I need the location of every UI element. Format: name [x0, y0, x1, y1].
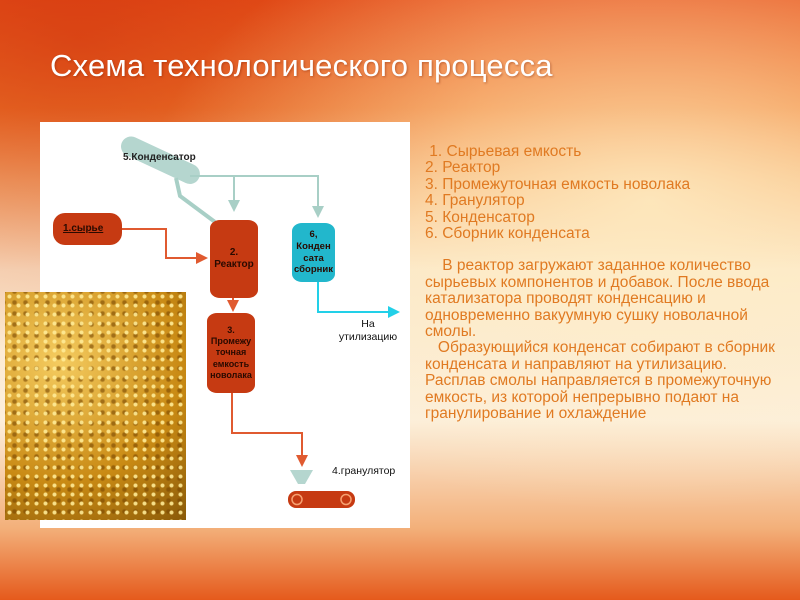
- granulator-feed-line: [231, 392, 308, 467]
- legend-item: 3. Промежуточная емкость новолака: [425, 175, 691, 193]
- granulator-label: 4.гранулятор: [332, 465, 396, 477]
- collector-label-1: 6,: [309, 228, 318, 240]
- legend-item: 4. Гранулятор: [425, 192, 525, 210]
- vapor-pipe: [174, 177, 217, 224]
- condensate-collector: 6, Конден сата сборник: [292, 223, 335, 282]
- slide-title: Схема технологического процесса: [50, 48, 553, 83]
- raw-material-vessel: 1.сырье: [53, 213, 122, 245]
- reactor-label-2: Реактор: [214, 259, 254, 270]
- tank-label-5: новолака: [210, 369, 252, 380]
- disposal-label-2: утилизацию: [338, 331, 398, 344]
- condensate-line: [190, 175, 324, 218]
- disposal-line: [317, 282, 400, 318]
- collector-label-4: сборник: [294, 264, 333, 276]
- collector-label-3: сата: [303, 252, 324, 264]
- collector-label-2: Конден: [296, 240, 331, 252]
- legend-item: 6. Сборник конденсата: [425, 225, 590, 243]
- disposal-label-1: На: [361, 318, 375, 330]
- conveyor-belt: [288, 491, 355, 508]
- raw-feed-line: [122, 228, 208, 264]
- reactor-label-1: 2.: [229, 246, 239, 258]
- tank-label-1: 3.: [227, 324, 235, 335]
- tank-label-4: емкость: [212, 358, 250, 369]
- legend-item: 1. Сырьевая емкость: [425, 143, 582, 160]
- tank-label-2: Промежу: [210, 336, 252, 347]
- description-text: 1. Сырьевая емкость 2. Реактор 3. Промеж…: [425, 143, 785, 423]
- legend-item: 5. Конденсатор: [425, 208, 535, 226]
- disposal-label: На утилизацию: [333, 318, 403, 344]
- paragraph: В реактор загружают заданное количество …: [425, 257, 774, 341]
- condenser-label: 5.Конденсатор: [123, 152, 196, 163]
- intermediate-tank: 3. Промежу точная емкость новолака: [207, 313, 255, 393]
- reactor-vessel: 2. Реактор: [210, 220, 258, 298]
- condenser-shape: [120, 136, 200, 184]
- resin-granules-photo: [5, 292, 186, 520]
- paragraph: Образующийся конденсат собирают в сборни…: [425, 339, 780, 423]
- legend-item: 2. Реактор: [425, 159, 501, 177]
- granulator-funnel: [290, 470, 313, 484]
- tank-label-3: точная: [215, 347, 247, 358]
